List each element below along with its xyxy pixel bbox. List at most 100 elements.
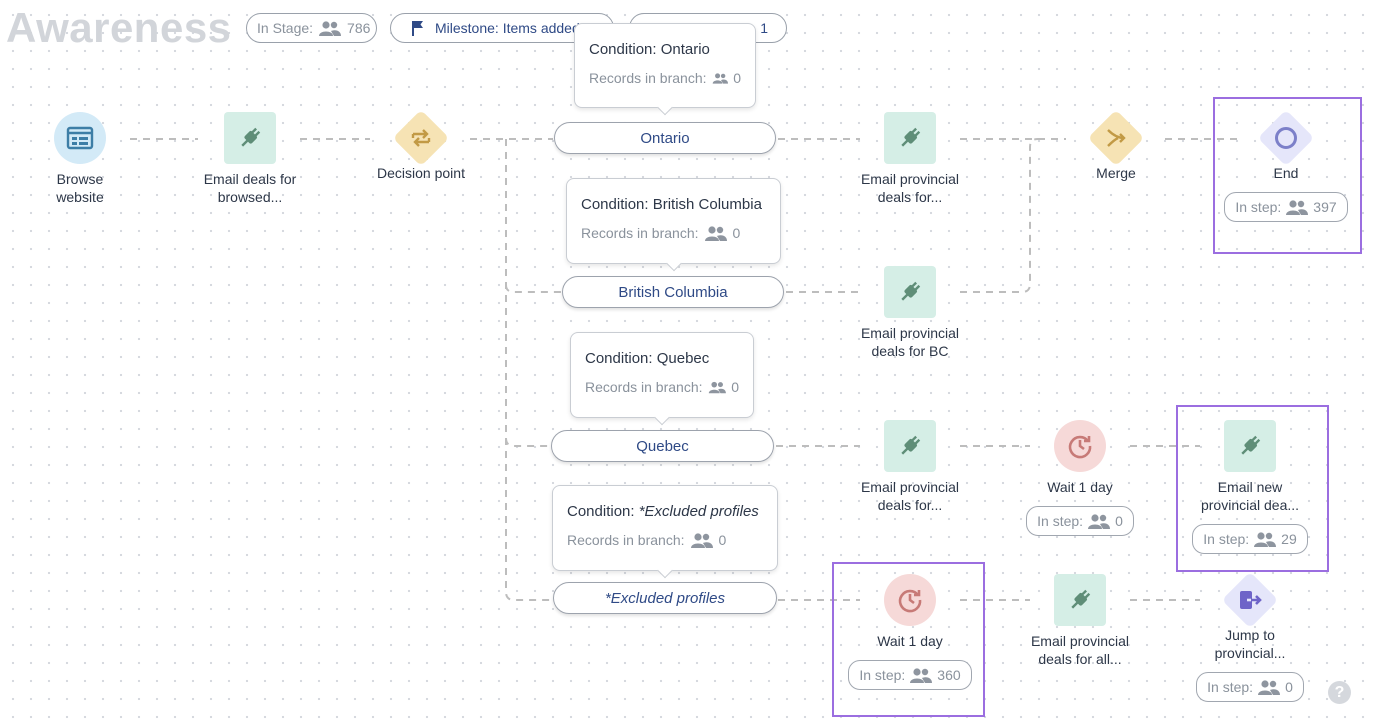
help-icon[interactable]: ? bbox=[1328, 681, 1351, 704]
people-icon bbox=[704, 226, 727, 241]
people-icon bbox=[1258, 680, 1281, 695]
highlight-box-wait bbox=[832, 562, 985, 717]
in-step-pill: In step: 0 bbox=[1026, 506, 1134, 536]
branch-quebec[interactable]: Quebec bbox=[551, 430, 774, 462]
end-circle-icon bbox=[1257, 109, 1315, 167]
in-step-count: 29 bbox=[1281, 531, 1297, 547]
split-arrows-icon bbox=[392, 109, 450, 167]
node-label: Wait 1 day bbox=[1047, 479, 1113, 495]
branch-ontario[interactable]: Ontario bbox=[554, 122, 776, 154]
clock-icon bbox=[884, 574, 936, 626]
connector-branch-trunk bbox=[505, 139, 553, 601]
people-icon bbox=[690, 533, 713, 548]
in-step-pill: In step: 29 bbox=[1192, 524, 1308, 554]
milestone-chip[interactable]: Milestone: Items added bbox=[390, 13, 614, 43]
node-merge[interactable]: Merge bbox=[1051, 109, 1181, 182]
in-step-label: In step: bbox=[1207, 679, 1254, 695]
people-icon bbox=[319, 21, 342, 36]
node-wait-quebec[interactable]: Wait 1 day In step: 0 bbox=[1015, 420, 1145, 536]
records-label: Records in branch: bbox=[589, 70, 707, 86]
browser-window-icon bbox=[54, 112, 106, 164]
records-count: 0 bbox=[733, 70, 741, 86]
people-icon bbox=[1286, 200, 1309, 215]
node-wait-excluded[interactable]: Wait 1 day In step: 360 bbox=[845, 574, 975, 690]
branch-british-columbia[interactable]: British Columbia bbox=[562, 276, 784, 308]
records-count: 0 bbox=[718, 532, 727, 548]
condition-card-quebec: Condition: Quebec Records in branch: 0 bbox=[570, 332, 754, 426]
condition-prefix: Condition: bbox=[567, 503, 639, 520]
condition-card-excluded: Condition: *Excluded profiles Records in… bbox=[552, 485, 778, 579]
people-icon bbox=[1254, 532, 1277, 547]
people-icon bbox=[708, 381, 726, 394]
records-in-branch: Records in branch: 0 bbox=[581, 225, 766, 241]
jump-exit-icon bbox=[1221, 571, 1279, 629]
in-step-label: In step: bbox=[1037, 513, 1084, 529]
connector-trunk-quebec bbox=[505, 437, 550, 447]
in-stage-chip[interactable]: In Stage: 786 bbox=[246, 13, 377, 43]
people-icon bbox=[910, 668, 933, 683]
in-step-label: In step: bbox=[1235, 199, 1282, 215]
in-step-count: 0 bbox=[1115, 513, 1123, 529]
node-end[interactable]: End In step: 397 bbox=[1221, 109, 1351, 222]
records-count: 0 bbox=[731, 379, 739, 395]
plug-icon bbox=[884, 112, 936, 164]
in-step-pill: In step: 0 bbox=[1196, 672, 1304, 702]
in-step-label: In step: bbox=[859, 667, 906, 683]
people-icon bbox=[1088, 514, 1111, 529]
node-label: Merge bbox=[1096, 165, 1136, 181]
plug-icon bbox=[884, 266, 936, 318]
in-stage-count: 786 bbox=[347, 20, 371, 36]
milestone-label: Milestone: Items added bbox=[435, 20, 580, 36]
records-label: Records in branch: bbox=[581, 225, 699, 241]
plug-icon bbox=[1224, 420, 1276, 472]
node-decision-point[interactable]: Decision point bbox=[356, 109, 486, 182]
node-label: End bbox=[1273, 165, 1299, 181]
highlight-box-email-new bbox=[1176, 405, 1329, 572]
records-in-branch: Records in branch: 0 bbox=[585, 379, 739, 395]
clock-icon bbox=[1054, 420, 1106, 472]
people-icon bbox=[712, 73, 728, 84]
records-in-branch: Records in branch: 0 bbox=[589, 70, 741, 86]
flag-icon bbox=[412, 21, 423, 36]
condition-name: *Excluded profiles bbox=[638, 503, 759, 520]
node-label: Wait 1 day bbox=[877, 633, 943, 649]
records-count: 0 bbox=[732, 225, 741, 241]
condition-card-ontario: Condition: Ontario Records in branch: 0 bbox=[574, 23, 756, 116]
node-label: Decision point bbox=[377, 165, 465, 181]
in-step-count: 397 bbox=[1313, 199, 1337, 215]
in-step-count: 0 bbox=[1285, 679, 1293, 695]
condition-title: Condition: Quebec bbox=[585, 350, 710, 367]
plug-icon bbox=[1054, 574, 1106, 626]
in-step-count: 360 bbox=[937, 667, 961, 683]
records-in-branch: Records in branch: 0 bbox=[567, 532, 763, 548]
condition-title: Condition: Ontario bbox=[589, 41, 710, 58]
plug-icon bbox=[884, 420, 936, 472]
records-label: Records in branch: bbox=[585, 379, 703, 395]
in-step-pill: In step: 360 bbox=[848, 660, 972, 690]
merge-arrow-icon bbox=[1087, 109, 1145, 167]
highlight-box-end bbox=[1213, 97, 1362, 254]
in-step-pill: In step: 397 bbox=[1224, 192, 1348, 222]
condition-title: Condition: *Excluded profiles bbox=[567, 503, 763, 520]
branch-excluded-profiles[interactable]: *Excluded profiles bbox=[553, 582, 777, 614]
condition-title: Condition: British Columbia bbox=[581, 196, 762, 213]
connector-trunk-bc bbox=[505, 284, 561, 293]
goal-count: 1 bbox=[760, 20, 768, 36]
